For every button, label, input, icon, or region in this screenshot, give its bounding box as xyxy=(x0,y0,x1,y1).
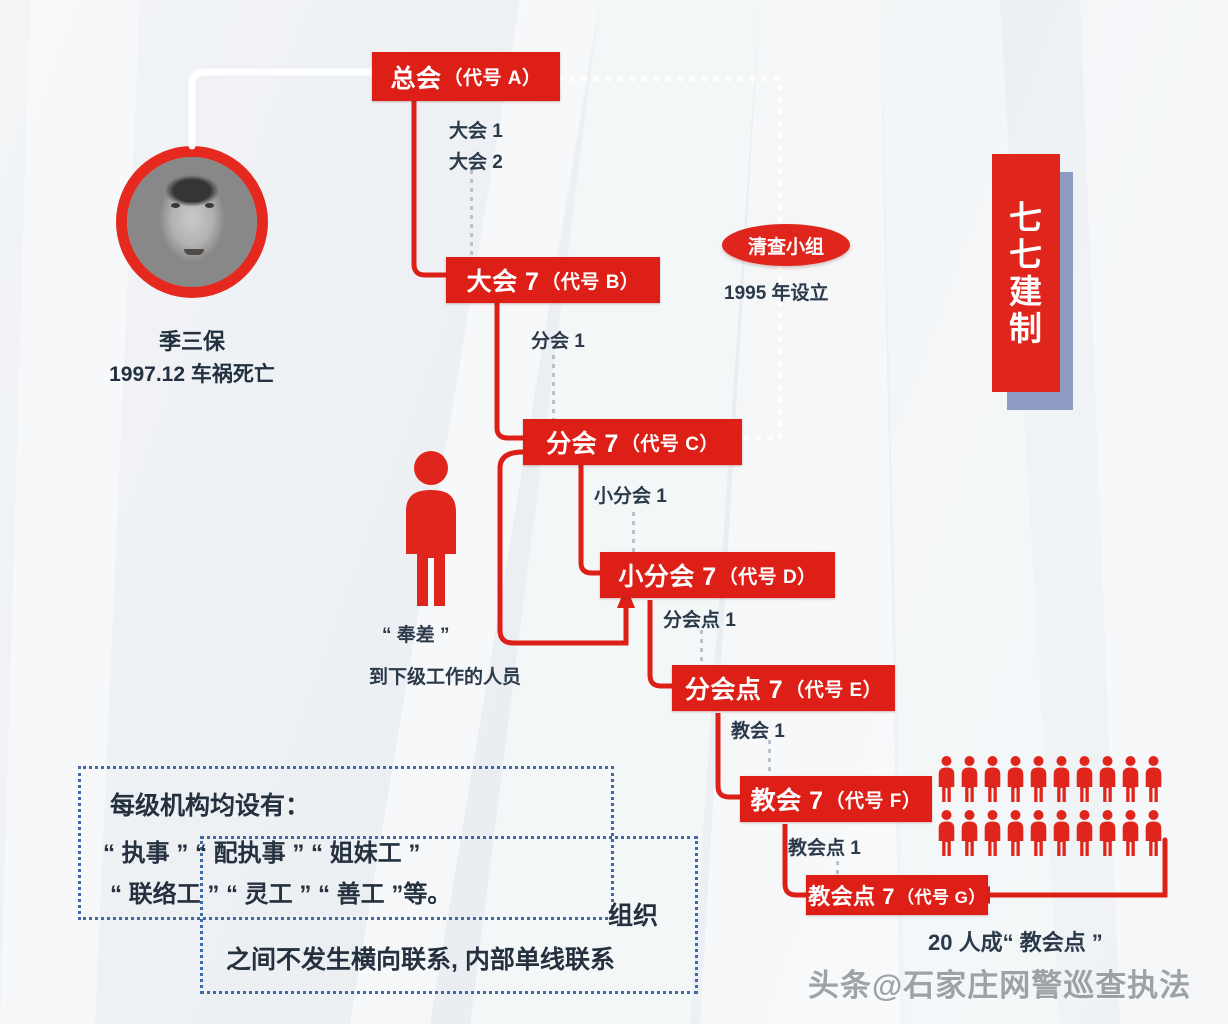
note-relations-word: 组织 xyxy=(608,902,659,930)
sublabel-d1: 分会点 1 xyxy=(663,610,736,631)
node-a-title: 总会 xyxy=(390,64,442,93)
node-a[interactable]: 总会（代号 A） xyxy=(372,52,560,101)
note-roles-heading: 每级机构均设有： xyxy=(110,792,311,820)
sublabel-f1: 教会点 1 xyxy=(788,838,861,859)
task-group-badge[interactable]: 清查小组 xyxy=(722,224,850,266)
portrait-eye-right xyxy=(205,203,214,208)
portrait-name: 季三保 xyxy=(158,329,225,354)
task-group-year: 1995 年设立 xyxy=(724,283,829,304)
banner-title: 七 七 建 制 xyxy=(992,154,1060,392)
node-f-code: （代号 F） xyxy=(825,790,922,812)
crowd-people-icons xyxy=(938,756,1162,856)
envoy-label: “ 奉差 ” xyxy=(382,625,450,646)
banner-char-2: 七 xyxy=(1009,236,1043,274)
crowd-caption: 20 人成“ 教会点 ” xyxy=(928,930,1103,955)
node-a-code: （代号 A） xyxy=(443,68,542,89)
sublabel-c1: 小分会 1 xyxy=(594,486,667,507)
note-roles-line1: “ 执事 ” “ 配执事 ” “ 姐妹工 ” xyxy=(103,840,421,867)
node-d[interactable]: 小分会 7（代号 D） xyxy=(600,552,835,598)
node-d-code: （代号 D） xyxy=(718,566,817,588)
portrait xyxy=(116,146,268,298)
sublabel-a2: 大会 2 xyxy=(449,152,503,173)
node-e-code: （代号 E） xyxy=(785,679,883,701)
sublabel-a1: 大会 1 xyxy=(449,121,503,142)
node-d-title: 小分会 7 xyxy=(618,563,717,591)
node-b-code: （代号 B） xyxy=(541,271,640,293)
node-c-title: 分会 7 xyxy=(546,430,619,458)
node-g-title: 教会点 7 xyxy=(808,884,895,909)
portrait-mouth xyxy=(184,249,204,255)
task-group-label: 清查小组 xyxy=(747,236,824,258)
node-e[interactable]: 分会点 7（代号 E） xyxy=(672,665,895,711)
envoy-detail: 到下级工作的人员 xyxy=(369,667,522,688)
node-b-title: 大会 7 xyxy=(466,268,540,296)
sublabel-e1: 教会 1 xyxy=(731,721,785,742)
portrait-photo xyxy=(127,157,257,287)
node-b[interactable]: 大会 7（代号 B） xyxy=(446,257,660,303)
sublabel-b1: 分会 1 xyxy=(531,331,585,352)
note-relations-line: 之间不发生横向联系, 内部单线联系 xyxy=(226,946,615,974)
node-c-code: （代号 C） xyxy=(620,433,719,455)
note-roles-line2: “ 联络工 ” “ 灵工 ” “ 善工 ”等。 xyxy=(110,881,452,908)
envoy-person-icon xyxy=(406,451,456,606)
portrait-eye-left xyxy=(171,203,180,208)
node-g[interactable]: 教会点 7（代号 G） xyxy=(806,875,988,915)
banner-char-1: 七 xyxy=(1009,199,1043,237)
node-f[interactable]: 教会 7（代号 F） xyxy=(740,776,932,822)
node-e-title: 分会点 7 xyxy=(684,676,784,704)
banner-char-3: 建 xyxy=(1009,273,1043,310)
node-c[interactable]: 分会 7（代号 C） xyxy=(523,419,742,465)
node-f-title: 教会 7 xyxy=(750,787,824,815)
watermark: 头条@石家庄网警巡查执法 xyxy=(808,968,1192,1003)
node-g-code: （代号 G） xyxy=(896,887,986,907)
banner-char-4: 制 xyxy=(1009,309,1043,347)
portrait-detail: 1997.12 车祸死亡 xyxy=(109,363,275,386)
portrait-ring xyxy=(116,146,268,298)
